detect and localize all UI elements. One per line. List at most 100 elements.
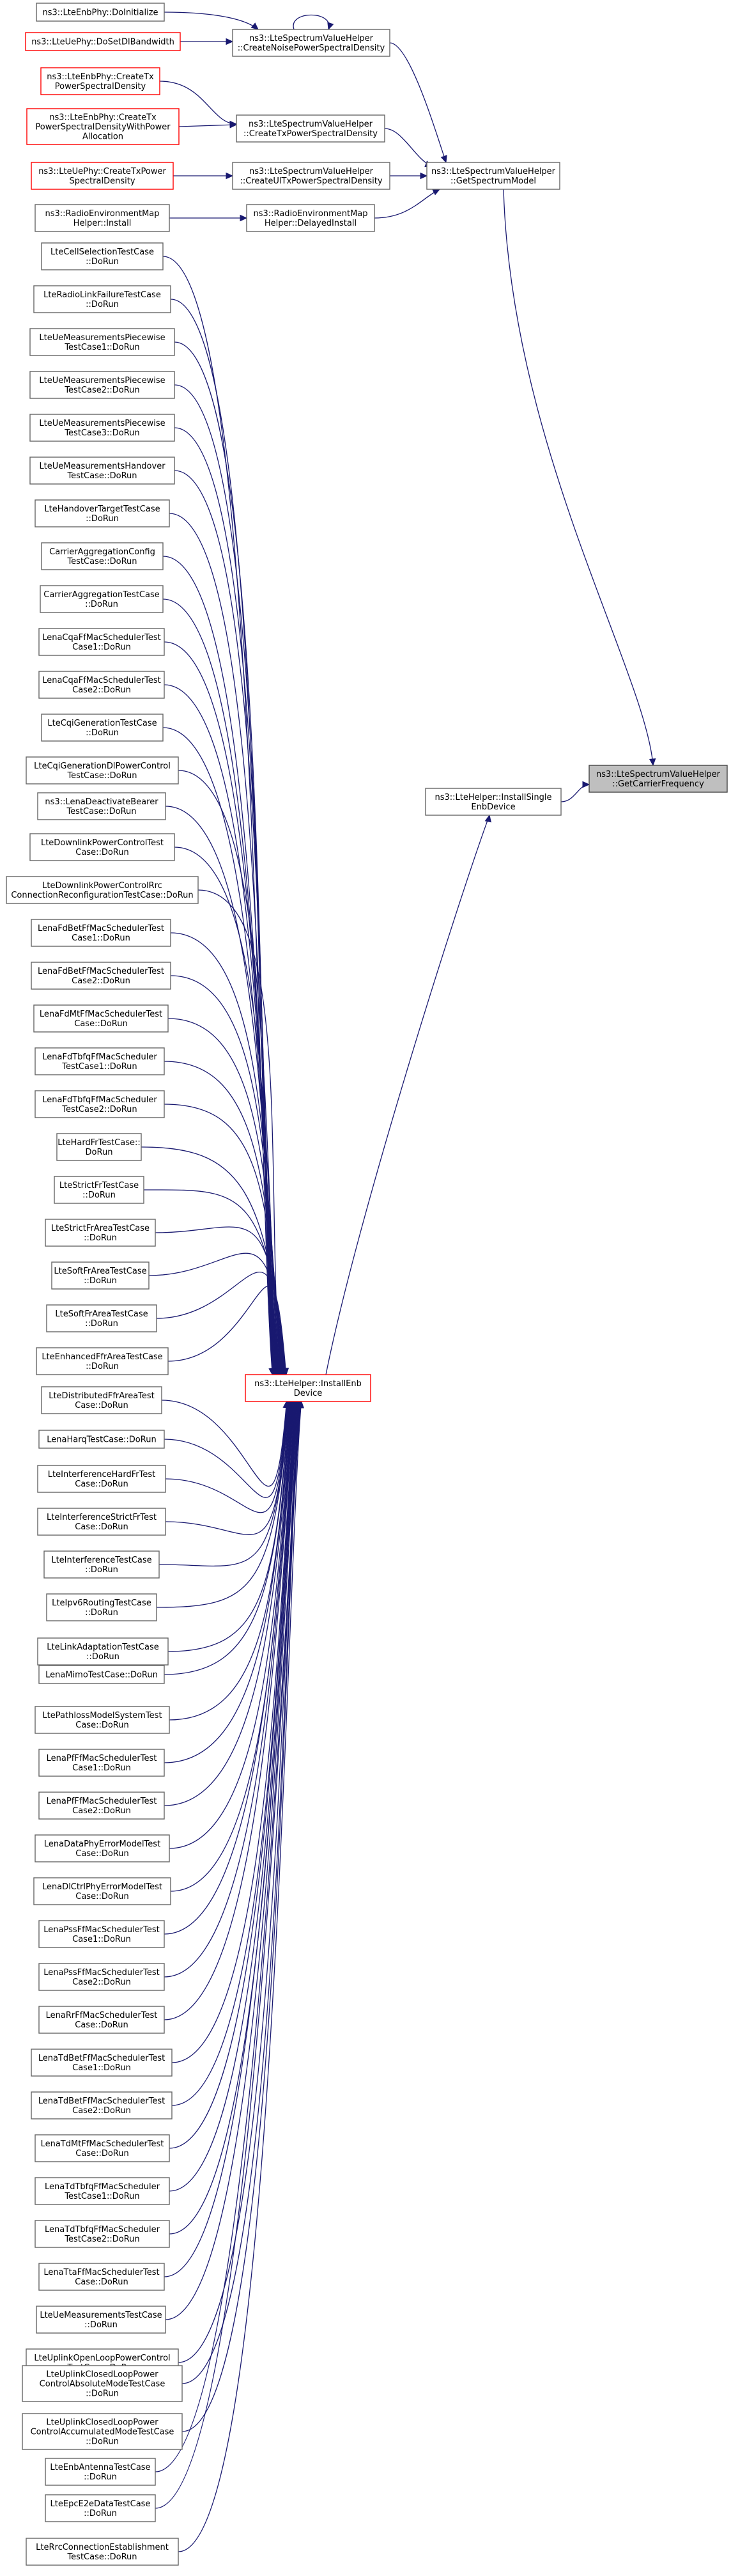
- caller-node-26[interactable]: LteEnhancedFfrAreaTestCase::DoRun: [36, 1347, 169, 1375]
- edge-noise-self-arrowhead: [327, 22, 334, 31]
- caller-node-12[interactable]: LteCqiGenerationDlPowerControlTestCase::…: [26, 756, 179, 785]
- node-doinit[interactable]: ns3::LteEnbPhy::DoInitialize: [36, 3, 165, 22]
- caller-node-3[interactable]: LteUeMeasurementsPiecewiseTestCase2::DoR…: [29, 371, 175, 399]
- caller-node-6[interactable]: LteHandoverTargetTestCase::DoRun: [35, 499, 170, 527]
- caller-node-22[interactable]: LteStrictFrTestCase::DoRun: [54, 1176, 144, 1204]
- caller-node-55-label: LteRrcConnectionEstablishment: [36, 2543, 169, 2552]
- node-remhelper-box: [35, 204, 170, 232]
- caller-node-11[interactable]: LteCqiGenerationTestCase::DoRun: [41, 714, 164, 742]
- caller-node-52[interactable]: LteUplinkClosedLoopPowerControlAccumulat…: [22, 2413, 183, 2450]
- caller-node-0[interactable]: LteCellSelectionTestCase::DoRun: [41, 242, 164, 270]
- edge-uetxpsd-ultx-arrowhead: [226, 172, 234, 180]
- caller-node-24[interactable]: LteSoftFrAreaTestCase::DoRun: [51, 1261, 150, 1290]
- caller-node-42-label: Case::DoRun: [75, 2020, 128, 2030]
- node-uetxpsd[interactable]: ns3::LteUePhy::CreateTxPowerSpectralDens…: [31, 162, 174, 190]
- node-getspec-label: ::GetSpectrumModel: [450, 176, 536, 186]
- caller-node-5-label: TestCase::DoRun: [66, 471, 137, 481]
- node-installenb-box: [245, 1374, 371, 1402]
- caller-node-39-label: Case::DoRun: [75, 1892, 128, 1901]
- node-root[interactable]: ns3::LteSpectrumValueHelper::GetCarrierF…: [589, 765, 728, 793]
- caller-node-37-label: Case2::DoRun: [72, 1806, 131, 1816]
- caller-node-32-label: LteIpv6RoutingTestCase: [52, 1598, 151, 1608]
- caller-node-0-label: LteCellSelectionTestCase: [50, 247, 154, 257]
- caller-edge-2: [174, 341, 274, 1375]
- edge-single-root-arrowhead: [582, 781, 590, 788]
- node-delayed[interactable]: ns3::RadioEnvironmentMapHelper::DelayedI…: [246, 204, 375, 232]
- caller-node-33[interactable]: LteLinkAdaptationTestCase::DoRun: [37, 1637, 169, 1666]
- node-ultx[interactable]: ns3::LteSpectrumValueHelper::CreateUlTxP…: [232, 162, 390, 190]
- caller-node-53[interactable]: LteEnbAntennaTestCase::DoRun: [45, 2458, 156, 2486]
- caller-node-25[interactable]: LteSoftFrAreaTestCase::DoRun: [46, 1304, 157, 1332]
- node-enbtxpsdpa-label: PowerSpectralDensityWithPower: [35, 123, 171, 132]
- caller-node-38-label: LenaDataPhyErrorModelTest: [44, 1839, 160, 1849]
- node-uetxpsd-label: ns3::LteUePhy::CreateTxPower: [38, 167, 166, 176]
- caller-node-54[interactable]: LteEpcE2eDataTestCase::DoRun: [45, 2494, 156, 2522]
- caller-node-53-label: LteEnbAntennaTestCase: [50, 2463, 150, 2472]
- caller-node-55[interactable]: LteRrcConnectionEstablishmentTestCase::D…: [26, 2538, 179, 2566]
- caller-node-32[interactable]: LteIpv6RoutingTestCase::DoRun: [46, 1593, 157, 1621]
- caller-node-23[interactable]: LteStrictFrAreaTestCase::DoRun: [45, 1219, 156, 1247]
- caller-edge-23: [155, 1226, 285, 1375]
- caller-node-4[interactable]: LteUeMeasurementsPiecewiseTestCase3::DoR…: [29, 414, 175, 442]
- caller-node-2[interactable]: LteUeMeasurementsPiecewiseTestCase1::DoR…: [29, 328, 175, 356]
- caller-node-20-label: LenaFdTbfqFfMacScheduler: [42, 1095, 157, 1105]
- caller-edge-49: [165, 1401, 299, 2320]
- node-createtx[interactable]: ns3::LteSpectrumValueHelper::CreateTxPow…: [236, 114, 385, 143]
- node-enbtxpsd[interactable]: ns3::LteEnbPhy::CreateTxPowerSpectralDen…: [40, 67, 160, 95]
- caller-node-45-box: [35, 2134, 170, 2162]
- caller-node-3-box: [29, 371, 175, 399]
- caller-node-15[interactable]: LteDownlinkPowerControlRrcConnectionReco…: [6, 876, 199, 904]
- caller-edge-33: [167, 1401, 291, 1652]
- caller-node-51[interactable]: LteUplinkClosedLoopPowerControlAbsoluteM…: [22, 2365, 183, 2402]
- caller-node-1-box: [33, 285, 171, 313]
- caller-node-41-box: [38, 1963, 165, 1991]
- caller-node-21[interactable]: LteHardFrTestCase::DoRun: [56, 1133, 142, 1161]
- node-setdl[interactable]: ns3::LteUePhy::DoSetDlBandwidth: [25, 32, 181, 51]
- edge-noise-self: [293, 14, 330, 30]
- edge-delayed-getspec: [374, 189, 440, 219]
- caller-node-8[interactable]: CarrierAggregationTestCase::DoRun: [40, 585, 164, 613]
- caller-node-34[interactable]: LenaMimoTestCase::DoRun: [38, 1665, 165, 1684]
- node-enbtxpsdpa[interactable]: ns3::LteEnbPhy::CreateTxPowerSpectralDen…: [26, 108, 180, 145]
- node-getspec[interactable]: ns3::LteSpectrumValueHelper::GetSpectrum…: [426, 162, 560, 190]
- caller-node-53-label: ::DoRun: [84, 2472, 117, 2482]
- caller-node-31[interactable]: LteInterferenceTestCase::DoRun: [43, 1550, 160, 1579]
- caller-node-6-box: [35, 499, 170, 527]
- node-doinit-box: [36, 3, 165, 22]
- caller-node-28[interactable]: LenaHarqTestCase::DoRun: [38, 1430, 165, 1449]
- node-noise[interactable]: ns3::LteSpectrumValueHelper::CreateNoise…: [232, 29, 390, 57]
- caller-node-1[interactable]: LteRadioLinkFailureTestCase::DoRun: [33, 285, 171, 313]
- caller-node-49[interactable]: LteUeMeasurementsTestCase::DoRun: [36, 2306, 166, 2334]
